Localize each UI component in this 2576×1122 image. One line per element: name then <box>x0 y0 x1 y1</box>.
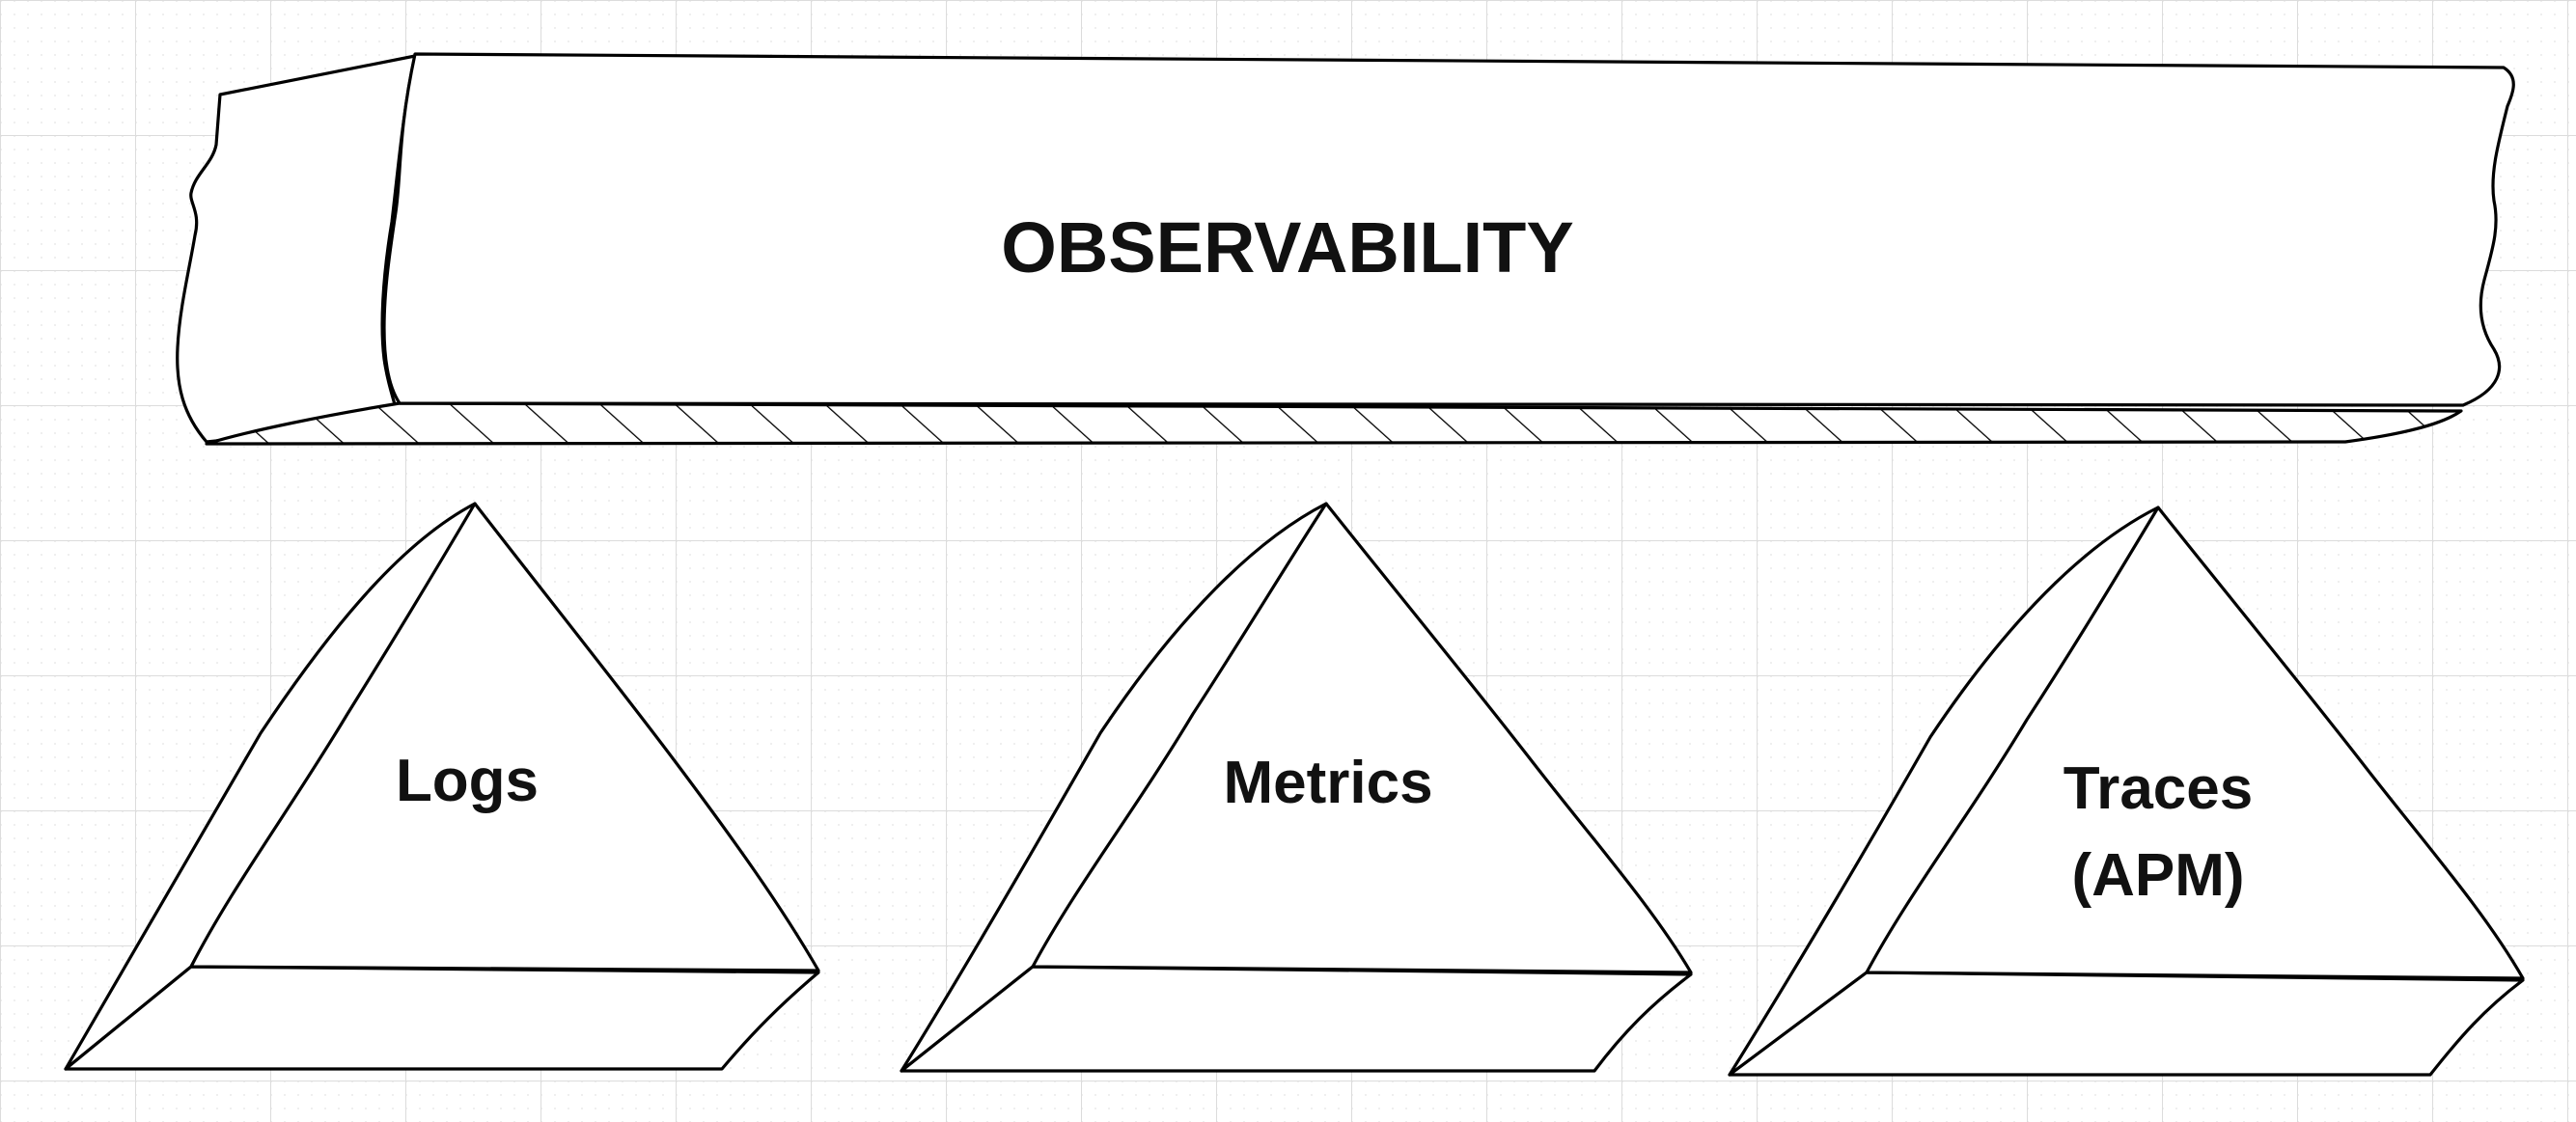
pillar-traces-label-line-1: Traces <box>2064 755 2254 822</box>
pillar-metrics-label-line-1: Metrics <box>1223 750 1432 816</box>
pillar-logs-front-face <box>189 502 820 972</box>
pillar-traces-base <box>1728 971 2525 1077</box>
pillar-metrics-base <box>900 965 1693 1073</box>
pillar-metrics: Metrics <box>900 502 1693 1073</box>
beam-bottom-hatch <box>207 403 2461 444</box>
pillar-logs: Logs <box>64 502 820 1071</box>
observability-beam: OBSERVABILITY <box>176 52 2515 446</box>
beam-end-grain <box>176 54 417 444</box>
pillar-traces-front-face <box>1865 506 2525 980</box>
pillar-logs-base <box>64 965 820 1071</box>
beam-label: OBSERVABILITY <box>1001 207 1573 287</box>
pillar-traces: Traces (APM) <box>1728 506 2525 1077</box>
pillar-traces-label-line-2: (APM) <box>2071 842 2244 909</box>
pillar-metrics-front-face <box>1031 502 1693 974</box>
beam-front-face <box>382 52 2515 407</box>
pillar-logs-label-line-1: Logs <box>396 748 539 814</box>
